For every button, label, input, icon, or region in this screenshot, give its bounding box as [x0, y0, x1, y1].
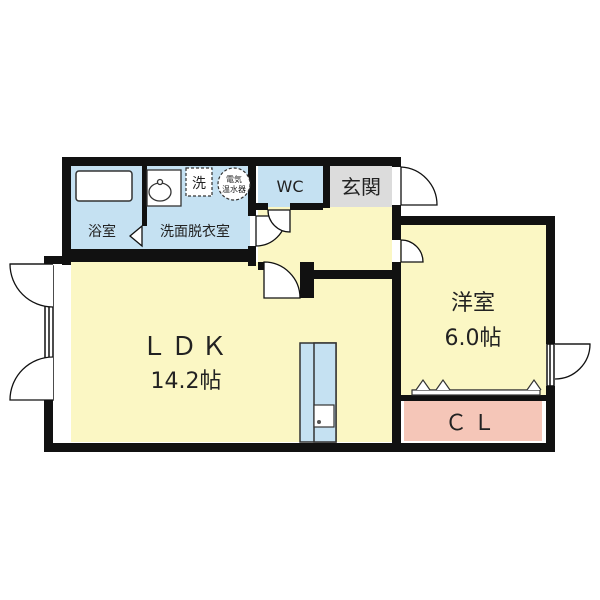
wc-label: WC [277, 177, 304, 196]
western-room-floor [400, 225, 546, 395]
ldk-floor [71, 262, 392, 442]
walls [44, 157, 555, 452]
water-heater-label-2: 温水器 [222, 184, 246, 194]
entrance-label: 玄関 [341, 175, 381, 199]
washer-space [185, 167, 213, 197]
water-heater [217, 167, 251, 201]
window-right [546, 343, 555, 387]
washroom-label: 洗面脱衣室 [160, 223, 230, 240]
ldk-label: ＬＤＫ [141, 332, 231, 362]
entrance-floor [330, 165, 392, 207]
ldk-size: 14.2帖 [151, 369, 222, 394]
western-room-label: 洋室 [451, 291, 495, 316]
washer-label: 洗 [192, 176, 206, 192]
bathtub [75, 170, 133, 202]
western-room-size: 6.0帖 [445, 326, 502, 351]
door-swings [9, 166, 591, 401]
bath-label: 浴室 [88, 223, 116, 240]
closet-doors [411, 378, 542, 396]
kitchen-counter [299, 342, 337, 443]
wash-basin [146, 169, 182, 207]
water-heater-label-1: 電気 [226, 174, 242, 184]
closet-floor [404, 401, 542, 441]
wc-floor [258, 165, 323, 207]
closet-label: ＣＬ [445, 411, 501, 436]
